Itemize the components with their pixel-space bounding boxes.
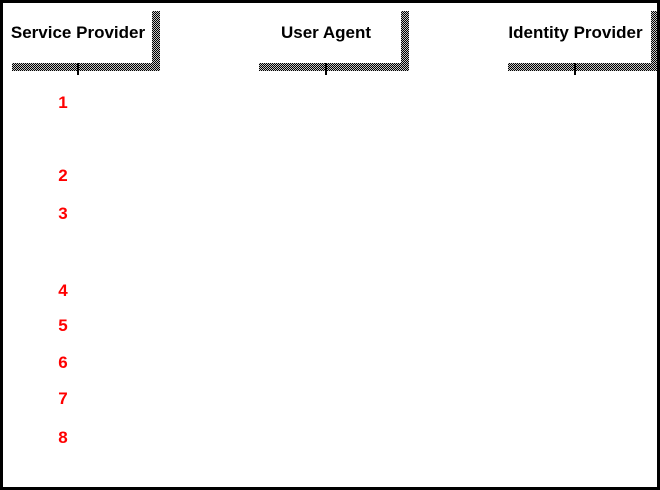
- actor-box-identity-provider: Identity Provider: [500, 3, 651, 63]
- step-number-2: 2: [58, 166, 68, 185]
- step-number-3: 3: [58, 204, 68, 223]
- step-number-1: 1: [58, 93, 68, 112]
- step-number-5: 5: [58, 316, 68, 335]
- service-provider-lifeline-stub: [77, 63, 79, 75]
- step-number-4: 4: [58, 281, 68, 300]
- step-number-8: 8: [58, 428, 68, 447]
- identity-provider-lifeline-stub: [574, 63, 576, 75]
- step-number-6: 6: [58, 353, 68, 372]
- actor-box-user-agent: User Agent: [251, 3, 401, 63]
- actor-label-identity-provider: Identity Provider: [508, 23, 643, 42]
- actor-box-service-provider: Service Provider: [4, 3, 152, 63]
- actor-label-service-provider: Service Provider: [10, 23, 146, 42]
- step-number-7: 7: [58, 389, 68, 408]
- actor-label-user-agent: User Agent: [280, 23, 372, 42]
- user-agent-lifeline-stub: [325, 63, 327, 75]
